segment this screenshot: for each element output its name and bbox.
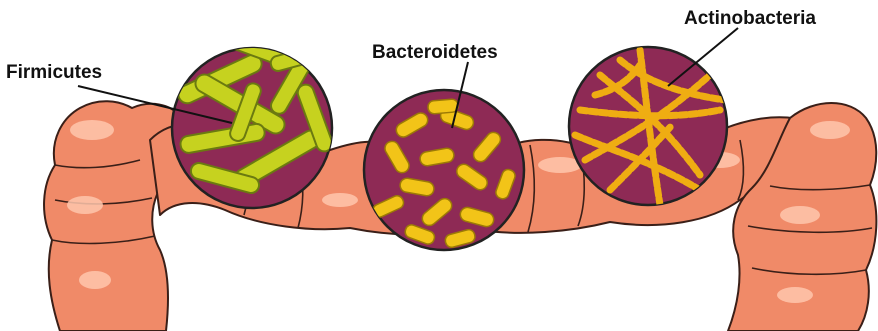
actinobacteria-lumen-view [569,47,727,205]
firmicutes-lumen-view [172,27,334,208]
actinobacteria-label: Actinobacteria [684,8,816,29]
firmicutes-label: Firmicutes [6,62,102,83]
bacteroidetes-lumen-view [364,90,524,250]
bacteroidetes-label: Bacteroidetes [372,42,498,63]
